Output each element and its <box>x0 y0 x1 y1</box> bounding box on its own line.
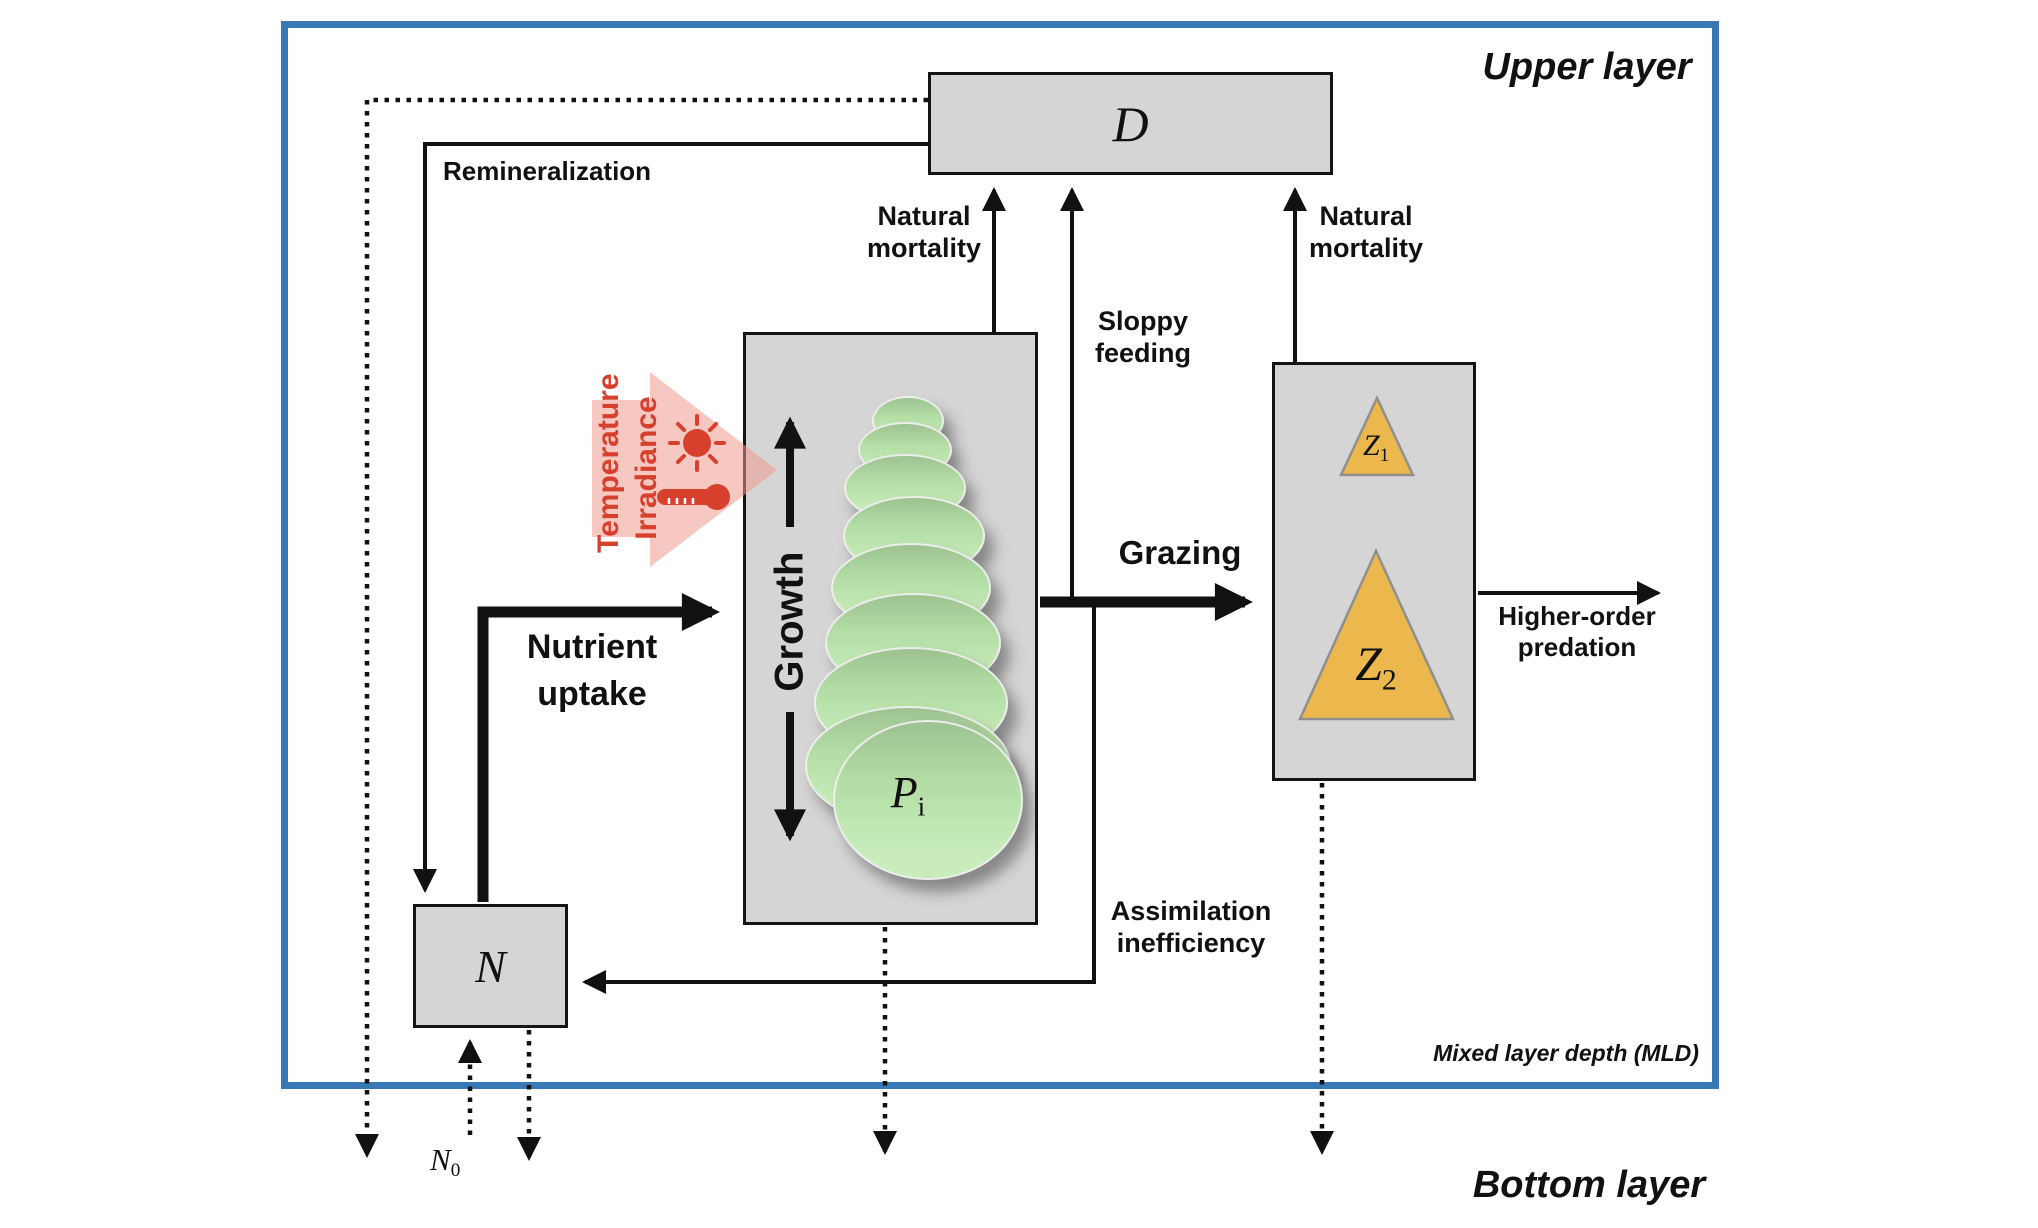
zooplankton-small-label: Z1 <box>1363 429 1389 466</box>
deep-nutrient-label: N0 <box>430 1142 461 1182</box>
nutrient-label: N <box>475 940 506 992</box>
thermometer-icon <box>657 484 730 510</box>
nutrient-box: N <box>413 904 568 1028</box>
detritus-label: D <box>1112 95 1149 152</box>
zooplankton-small-triangle <box>1339 395 1415 477</box>
mixed-layer-frame <box>281 21 1719 1089</box>
detritus-box: D <box>928 72 1333 175</box>
phytoplankton-cell-largest <box>833 720 1023 880</box>
zooplankton-large-triangle <box>1298 547 1455 721</box>
bottom-layer-label: Bottom layer <box>1472 1164 1706 1206</box>
grazing-label: Grazing <box>1118 534 1242 571</box>
environment-drivers-label: Temperature Irradiance <box>592 373 663 553</box>
zooplankton-box: Z1 Z2 <box>1272 362 1476 781</box>
mld-label: Mixed layer depth (MLD) <box>1433 1040 1699 1066</box>
remineralization-label: Remineralization <box>443 156 652 186</box>
phytoplankton-label: Pi <box>890 768 926 822</box>
zooplankton-large-label: Z2 <box>1355 638 1397 697</box>
upper-layer-label: Upper layer <box>1482 46 1692 88</box>
growth-label: Growth <box>767 551 812 692</box>
sun-icon <box>668 414 726 472</box>
